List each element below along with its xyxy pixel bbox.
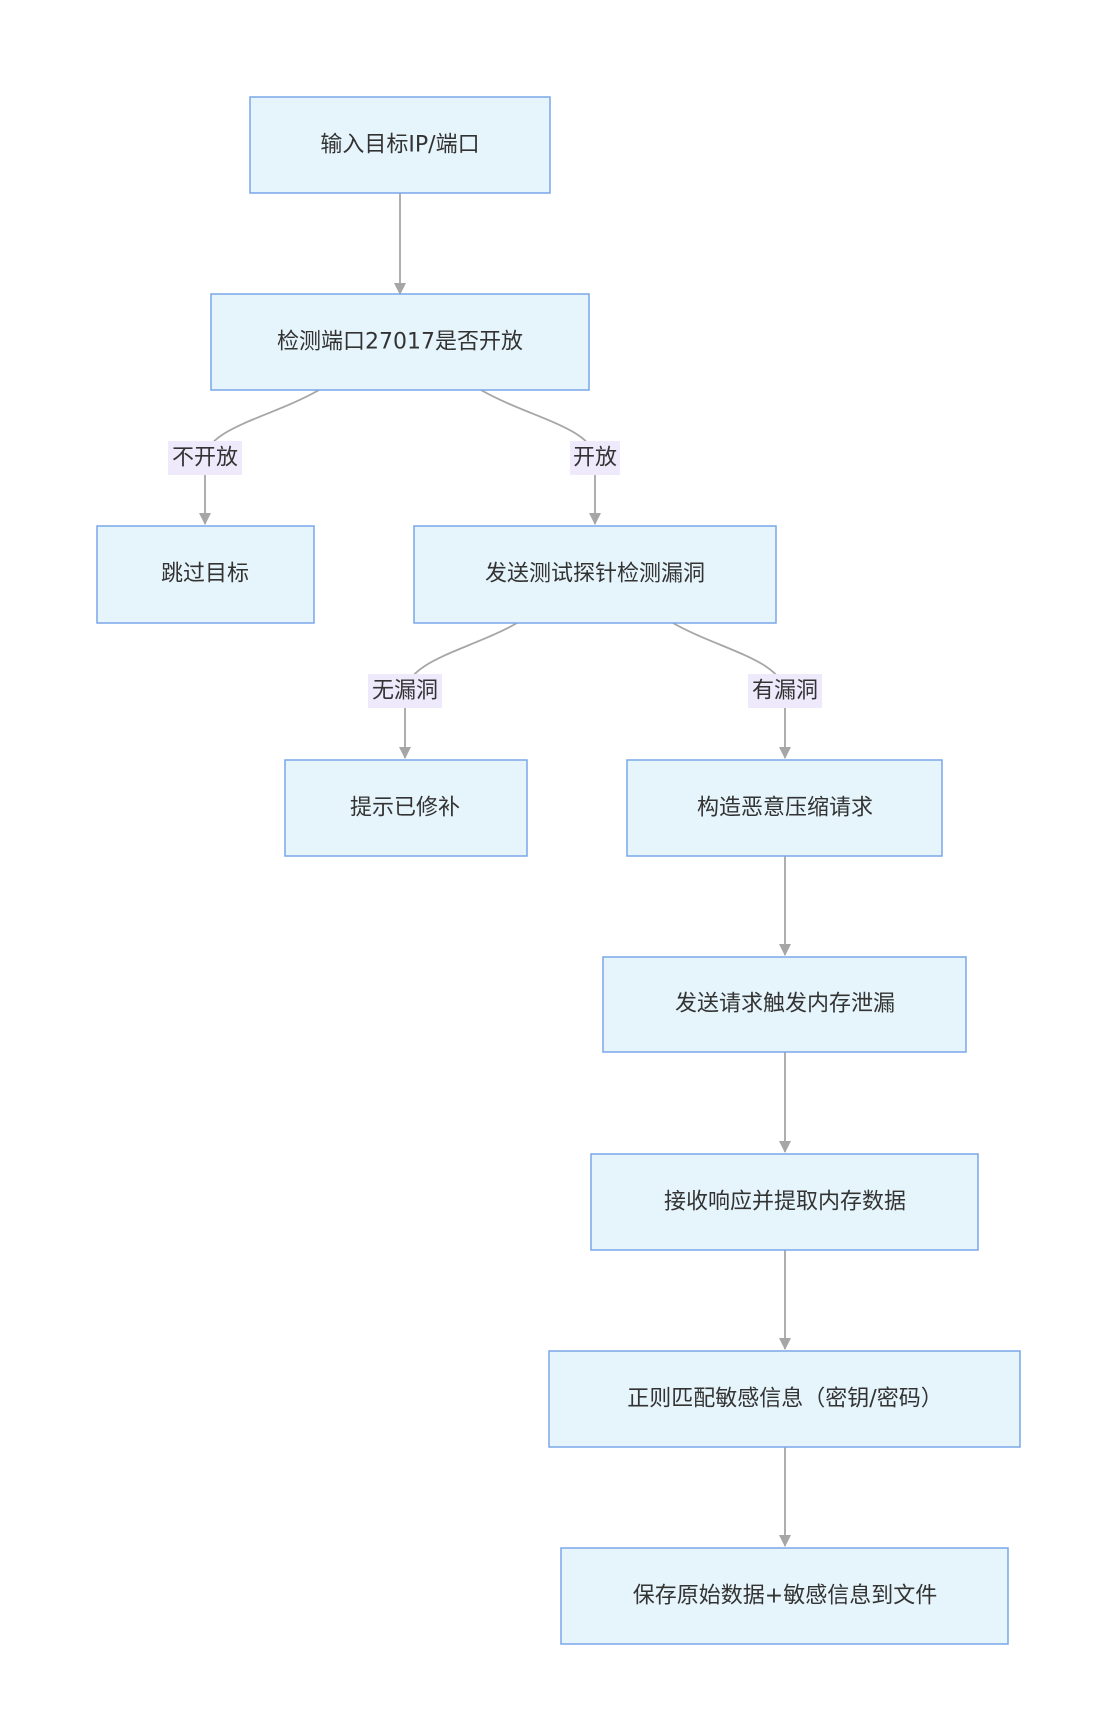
edge-label-has-vuln: 有漏洞 <box>748 674 822 708</box>
node-regex-match: 正则匹配敏感信息（密钥/密码） <box>548 1350 1021 1448</box>
edge-labels: 不开放 开放 无漏洞 有漏洞 <box>168 441 822 708</box>
edge-label-port-open-text: 开放 <box>573 446 617 471</box>
node-check-port: 检测端口27017是否开放 <box>210 293 590 391</box>
node-trigger-leak: 发送请求触发内存泄漏 <box>602 956 967 1053</box>
node-regex-match-text: 正则匹配敏感信息（密钥/密码） <box>627 1387 942 1412</box>
edge-label-has-vuln-text: 有漏洞 <box>752 679 818 704</box>
node-check-port-text: 检测端口27017是否开放 <box>277 330 523 355</box>
node-input-target-text: 输入目标IP/端口 <box>320 133 479 158</box>
node-send-probe: 发送测试探针检测漏洞 <box>413 525 777 624</box>
node-save-file: 保存原始数据+敏感信息到文件 <box>560 1547 1009 1645</box>
edge-label-port-closed: 不开放 <box>168 441 242 475</box>
edge-label-no-vuln: 无漏洞 <box>368 674 442 708</box>
node-patched: 提示已修补 <box>284 759 528 857</box>
node-skip-target: 跳过目标 <box>96 525 315 624</box>
node-build-request: 构造恶意压缩请求 <box>626 759 943 857</box>
node-send-probe-text: 发送测试探针检测漏洞 <box>485 562 705 587</box>
node-patched-text: 提示已修补 <box>350 796 460 821</box>
edge-label-no-vuln-text: 无漏洞 <box>372 679 438 704</box>
node-receive-extract-text: 接收响应并提取内存数据 <box>664 1190 906 1215</box>
node-skip-target-text: 跳过目标 <box>161 562 249 587</box>
node-save-file-text: 保存原始数据+敏感信息到文件 <box>633 1584 937 1609</box>
node-input-target: 输入目标IP/端口 <box>249 96 551 194</box>
edge-label-port-closed-text: 不开放 <box>172 446 238 471</box>
node-build-request-text: 构造恶意压缩请求 <box>697 796 873 821</box>
node-receive-extract: 接收响应并提取内存数据 <box>590 1153 979 1251</box>
edge-label-port-open: 开放 <box>570 441 620 475</box>
edges <box>199 193 791 1547</box>
nodes: 输入目标IP/端口 检测端口27017是否开放 跳过目标 发送测试探针检测漏洞 … <box>96 96 1021 1645</box>
node-trigger-leak-text: 发送请求触发内存泄漏 <box>675 992 895 1017</box>
